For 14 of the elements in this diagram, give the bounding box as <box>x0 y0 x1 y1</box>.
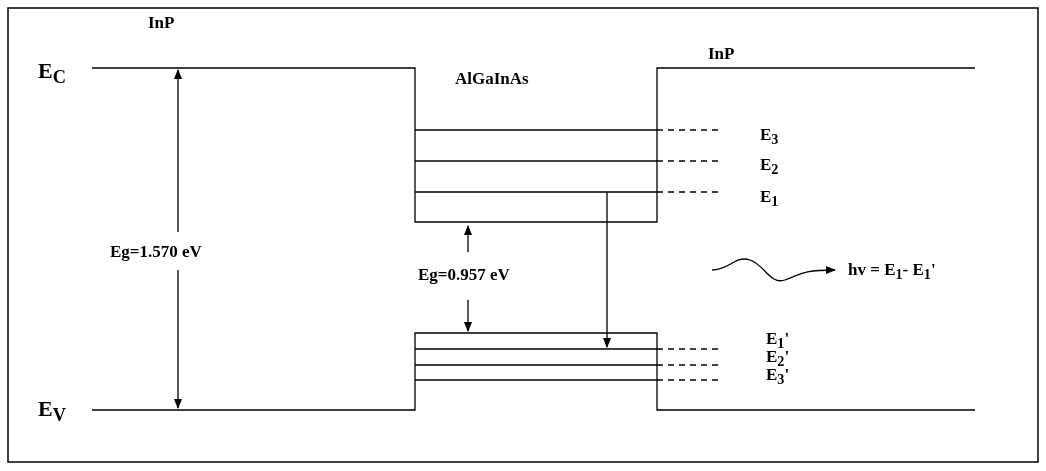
band-gap-label: Eg=0.957 eV <box>418 266 510 283</box>
material-label: InP <box>148 14 175 31</box>
energy-level-label: E$_{1}$' <box>766 330 790 351</box>
energy-level-label: E$_{1}$ <box>760 188 779 209</box>
material-label: InP <box>708 45 735 62</box>
band-gap-label: Eg=1.570 eV <box>110 243 202 260</box>
energy-level-label: E$_{V}$ <box>38 398 66 425</box>
energy-level-label: E$_{2}$ <box>760 156 779 177</box>
energy-level-label: E$_{3}$ <box>760 126 779 147</box>
material-label: AlGaInAs <box>455 70 529 87</box>
energy-level-label: E$_{C}$ <box>38 60 66 87</box>
photon-energy-label: hv = E$_{1}$- E$_{1}$' <box>848 261 936 282</box>
energy-level-label: E$_{3}$' <box>766 366 790 387</box>
energy-level-label: E$_{2}$' <box>766 348 790 369</box>
